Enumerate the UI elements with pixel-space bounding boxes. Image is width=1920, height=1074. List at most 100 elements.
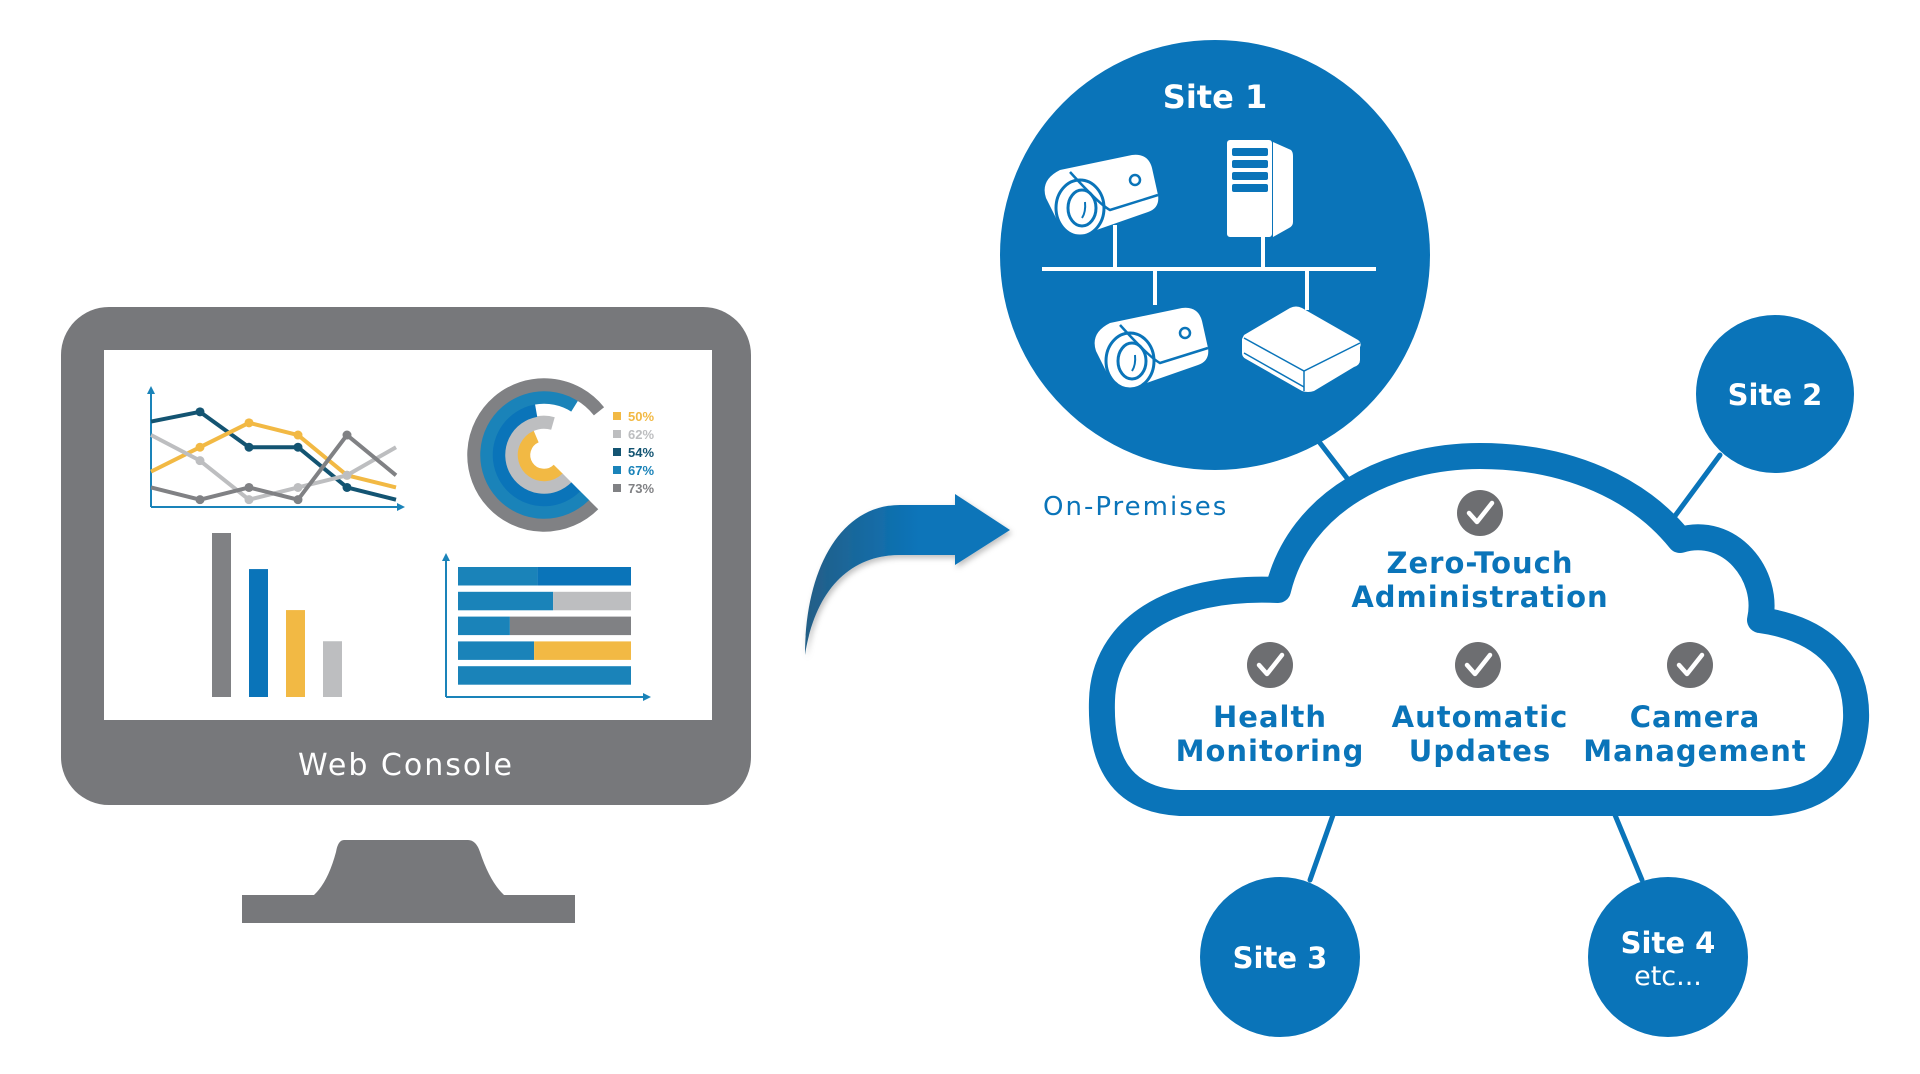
hbar-segment-base [458,567,538,586]
site-2-label: Site 2 [1728,378,1823,412]
flow-arrow-icon [805,494,1010,655]
hbar-segment-rest [534,641,631,660]
line-point [293,430,303,440]
line-series-yellow [150,420,397,490]
hbar-segment-rest [509,616,631,636]
web-console-monitor: Web Console [61,307,751,923]
line-chart-x-arrow [397,503,405,511]
legend-swatch [613,466,621,474]
line-point [195,456,205,466]
line-chart-y-arrow [147,386,155,394]
line-chart [147,386,405,511]
feature-automatic-updates: Automatic Updates [1392,642,1569,768]
legend-item: 62% [628,427,654,442]
server-icon [1227,140,1293,237]
legend-item: 54% [628,445,654,460]
on-premises-label: On-Premises [1043,492,1228,522]
line-point [342,482,352,492]
connector-site-3 [1307,812,1336,883]
feature-title: Updates [1409,734,1551,768]
checkmark-icon [1464,652,1493,677]
check-circle-icon [1667,642,1713,688]
checkmark-icon [1466,500,1495,525]
site-1-node[interactable]: Site 1 [1000,40,1430,470]
radial-ring-62pct [504,415,572,495]
line-point [195,442,205,452]
line-point [244,482,254,492]
site-2-circle [1696,315,1854,473]
hbar-segment-base [458,666,631,685]
line-point [342,470,352,480]
legend-swatch [613,484,621,492]
line-point [244,495,254,505]
feature-title: Monitoring [1176,734,1365,768]
vertical-bar-chart [212,533,342,697]
line-point [342,430,352,440]
monitor-screen [104,350,712,720]
connector-site-4 [1612,812,1645,883]
check-circle-icon [1457,490,1503,536]
site-2-node[interactable]: Site 2 [1696,315,1854,473]
legend-item: 73% [628,481,654,496]
line-point [195,407,205,417]
line-point [293,442,303,452]
feature-zero-touch: Zero-Touch Administration [1351,490,1608,614]
hbar-y-arrow [442,553,450,561]
hbar-segment-base [458,616,510,636]
hbar-segment-base [458,591,554,611]
site-4-circle [1588,877,1748,1037]
monitor-stand [242,840,575,923]
hbar-segment-rest [553,591,631,611]
vbar [286,610,305,697]
vbar [212,533,231,697]
feature-camera-management: Camera Management [1583,642,1806,768]
legend-swatch [613,430,621,438]
vbar [323,641,342,697]
radial-ring-50pct [517,430,563,482]
line-point [293,495,303,505]
radial-chart-legend: 50% 62% 54% 67% 73% [613,409,654,496]
line-series-mid-gray [150,433,398,502]
feature-health-monitoring: Health Monitoring [1176,642,1365,768]
legend-item: 50% [628,409,654,424]
line-point [244,442,254,452]
check-circle-icon [1247,642,1293,688]
feature-title: Zero-Touch [1386,546,1573,580]
horizontal-bar-chart [442,553,651,701]
feature-title: Camera [1630,700,1761,734]
hbar-segment-base [458,641,535,660]
site-3-label: Site 3 [1233,941,1328,975]
security-camera-icon [1044,154,1159,238]
vbar [249,569,268,697]
legend-swatch [613,448,621,456]
site-4-sublabel: etc... [1634,961,1702,992]
radial-ring-67pct [479,390,590,520]
feature-title: Administration [1351,580,1608,614]
line-series-navy [150,409,397,502]
radial-bar-chart [467,378,605,532]
radial-ring-73pct [467,378,605,532]
feature-title: Automatic [1392,700,1569,734]
site-4-label: Site 4 [1621,926,1716,960]
checkmark-icon [1256,652,1285,677]
site-3-node[interactable]: Site 3 [1200,877,1360,1037]
hbar-x-arrow [643,693,651,701]
site-connectors [1307,427,1723,883]
site-4-node[interactable]: Site 4 etc... [1588,877,1748,1037]
checkmark-icon [1676,652,1705,677]
cloud-platform: Zero-Touch Administration Health Monitor… [1088,443,1870,816]
connector-site-2 [1669,452,1723,523]
network-bus [1042,225,1376,310]
line-point [195,495,205,505]
legend-swatch [613,412,621,420]
feature-title: Management [1583,734,1806,768]
radial-ring-54pct [492,404,581,507]
web-console-label: Web Console [298,748,514,783]
nvr-recorder-icon [1242,306,1361,392]
cloud-outline [1088,443,1870,816]
security-camera-icon [1094,307,1209,391]
feature-title: Health [1213,700,1327,734]
site-1-label: Site 1 [1163,78,1267,116]
line-point [244,418,254,428]
